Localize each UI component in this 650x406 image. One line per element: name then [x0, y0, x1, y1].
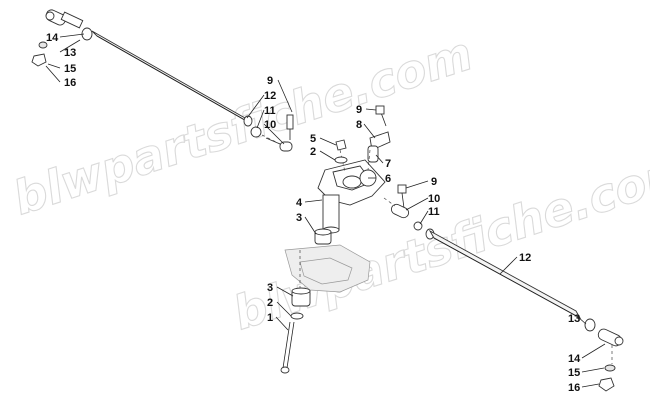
frame-fragment [284, 244, 371, 293]
callout-3-lower: 3 [267, 282, 273, 294]
callout-2-upper: 2 [310, 146, 316, 158]
steering-post-assembly [314, 149, 386, 245]
callout-5: 5 [310, 133, 316, 145]
tie-rod-lower [425, 228, 582, 320]
callout-3-upper: 3 [296, 212, 302, 224]
callout-12-upper: 12 [264, 90, 276, 102]
nut-washer-upper [334, 139, 348, 164]
callout-1: 1 [267, 312, 273, 324]
callout-8: 8 [356, 119, 362, 131]
callout-6: 6 [385, 173, 391, 185]
tie-rod-end-upper-left [31, 9, 93, 67]
callout-15-upper: 15 [64, 63, 76, 75]
callout-13-lower: 13 [568, 313, 580, 325]
jam-nut-upper [250, 114, 294, 152]
tie-rod-end-lower-right [584, 318, 624, 392]
callout-16-lower: 16 [568, 382, 580, 394]
callout-9-upper: 9 [267, 75, 273, 87]
callout-9-bracket: 9 [356, 104, 362, 116]
callout-14-lower: 14 [568, 353, 581, 365]
callout-13-upper: 13 [64, 47, 76, 59]
callout-leaders [45, 33, 606, 388]
lower-bushing-bolt [280, 250, 311, 374]
callout-11-upper: 11 [264, 105, 276, 117]
bracket-and-spacer [359, 105, 391, 187]
tie-rod-end-center-right [383, 184, 423, 231]
callout-4: 4 [296, 197, 303, 209]
tie-rod-upper [91, 30, 253, 127]
callout-7: 7 [385, 158, 391, 170]
callout-labels: 14 13 15 16 9 12 11 10 9 8 5 2 7 6 9 10 … [46, 32, 581, 394]
callout-14-upper: 14 [46, 32, 59, 44]
callout-2-lower: 2 [267, 297, 273, 309]
callout-11-right: 11 [428, 206, 440, 218]
watermark-text: blwpartsfiche.com [7, 26, 479, 225]
callout-10-right: 10 [428, 193, 440, 205]
callout-16-upper: 16 [64, 77, 76, 89]
callout-15-lower: 15 [568, 367, 580, 379]
callout-10-upper: 10 [264, 119, 276, 131]
callout-12-lower: 12 [519, 252, 531, 264]
callout-9-right: 9 [431, 176, 437, 188]
